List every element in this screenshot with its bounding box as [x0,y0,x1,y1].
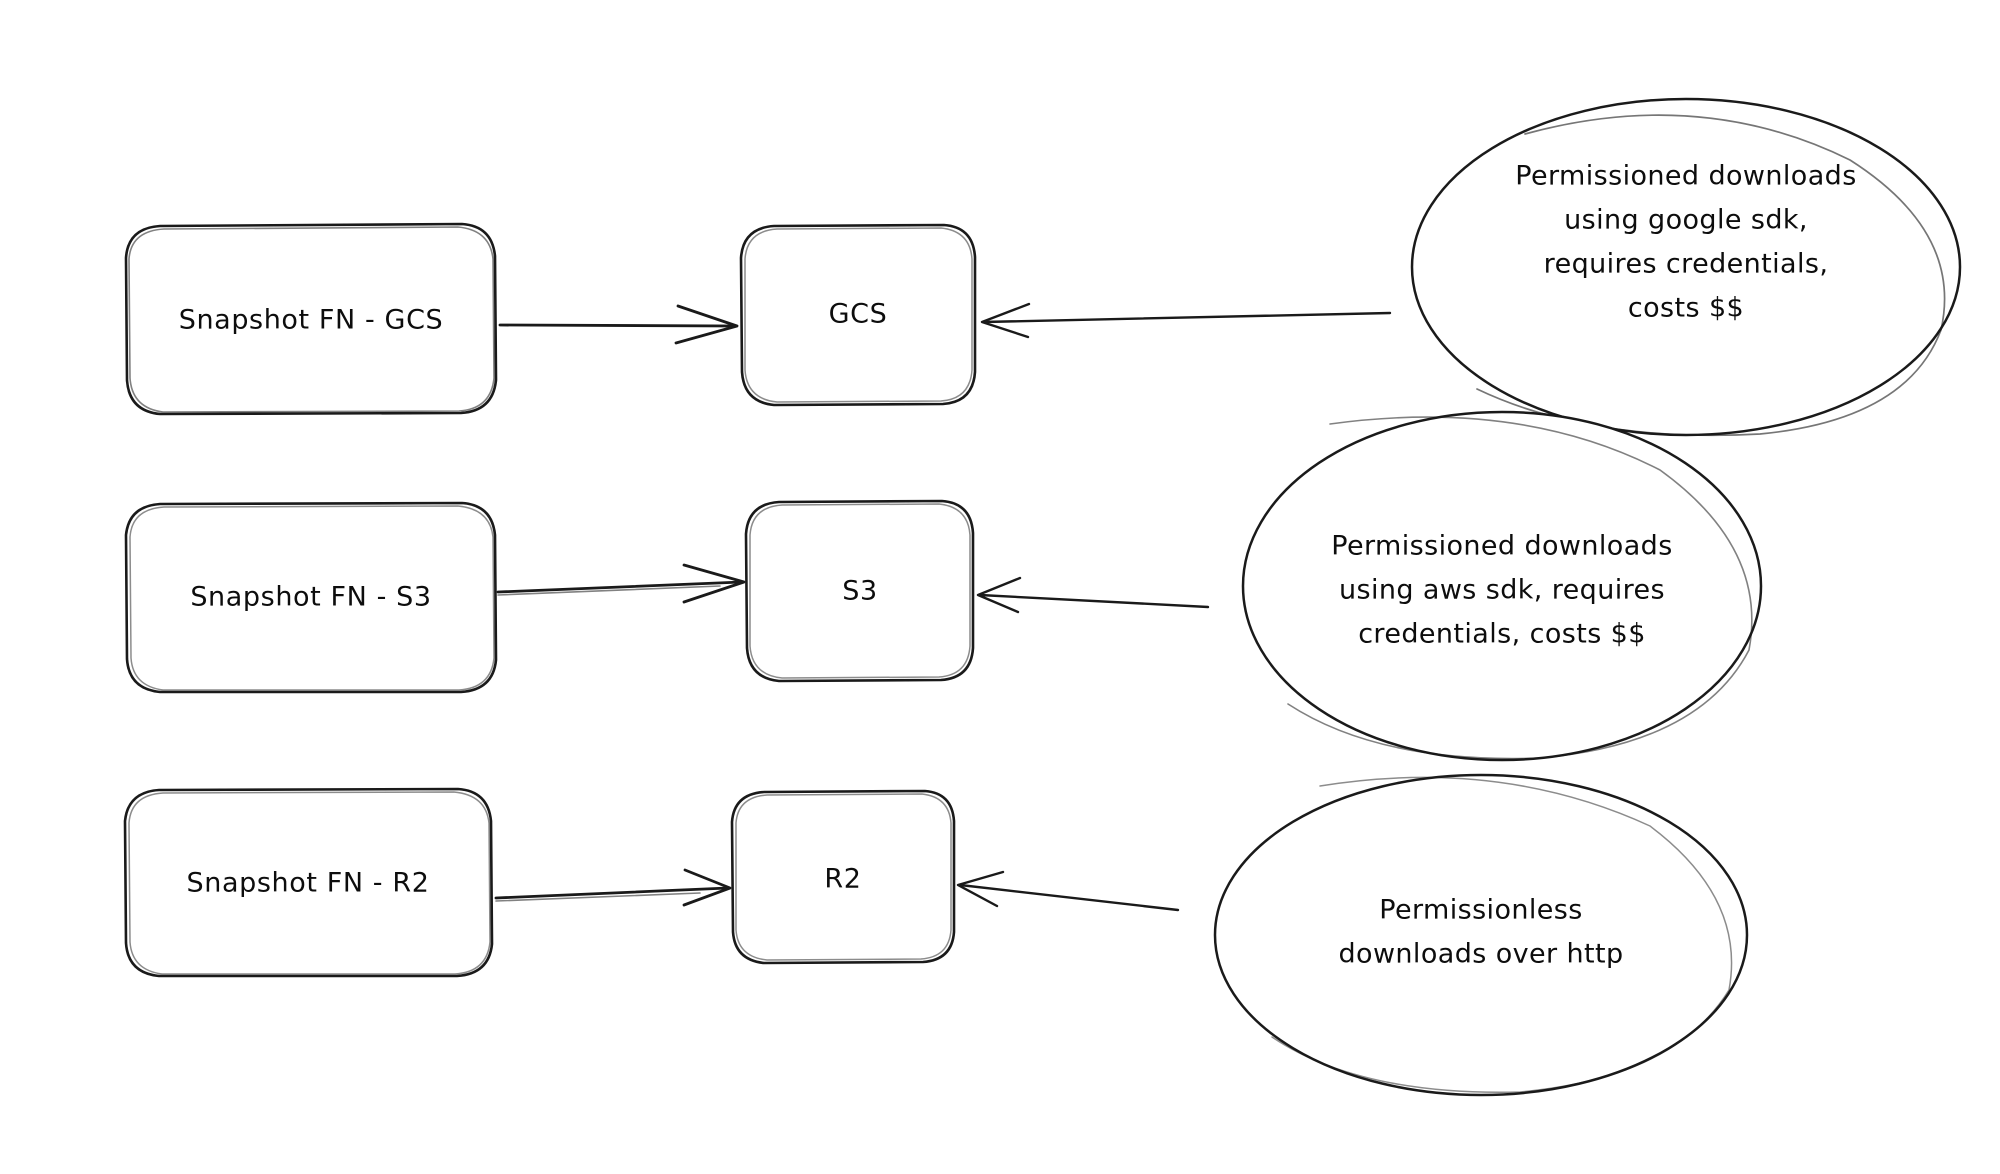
note-gcs[interactable]: Permissioned downloads using google sdk,… [1410,97,1962,437]
node-label-snapshot-fn-s3: Snapshot FN - S3 [190,582,431,613]
node-snapshot-fn-gcs[interactable]: Snapshot FN - GCS [124,222,498,416]
edge-snapshot-s3-to-s3 [496,563,746,604]
note-gcs-line-1: Permissioned downloads [1515,161,1856,192]
note-s3-line-3: credentials, costs $$ [1358,619,1646,650]
node-label-snapshot-fn-r2: Snapshot FN - R2 [187,868,430,899]
note-gcs-line-4: costs $$ [1628,293,1744,324]
edge-note-s3-to-s3 [976,576,1210,614]
note-s3[interactable]: Permissioned downloads using aws sdk, re… [1241,410,1763,762]
node-snapshot-fn-s3[interactable]: Snapshot FN - S3 [124,501,498,694]
edge-snapshot-r2-to-r2 [494,868,732,907]
note-gcs-line-2: using google sdk, [1564,205,1808,236]
row-r2: Snapshot FN - R2 R2 [123,773,1749,1097]
note-s3-line-1: Permissioned downloads [1331,531,1672,562]
row-gcs: Snapshot FN - GCS GCS [124,97,1962,437]
edge-snapshot-gcs-to-gcs [498,304,739,345]
note-s3-line-2: using aws sdk, requires [1339,575,1665,606]
node-label-snapshot-fn-gcs: Snapshot FN - GCS [179,305,444,336]
note-r2[interactable]: Permissionless downloads over http [1213,773,1749,1097]
node-label-gcs: GCS [829,299,888,330]
note-gcs-line-3: requires credentials, [1544,249,1829,280]
node-gcs[interactable]: GCS [739,223,977,407]
edge-note-gcs-to-gcs [980,302,1392,339]
node-r2[interactable]: R2 [730,789,956,965]
edge-note-r2-to-r2 [956,870,1180,912]
node-label-s3: S3 [842,576,878,607]
node-label-r2: R2 [824,864,861,895]
node-snapshot-fn-r2[interactable]: Snapshot FN - R2 [123,787,494,978]
row-s3: Snapshot FN - S3 S3 [124,410,1763,762]
note-r2-line-2: downloads over http [1338,939,1623,970]
note-r2-line-1: Permissionless [1379,895,1582,926]
node-s3[interactable]: S3 [744,499,975,683]
